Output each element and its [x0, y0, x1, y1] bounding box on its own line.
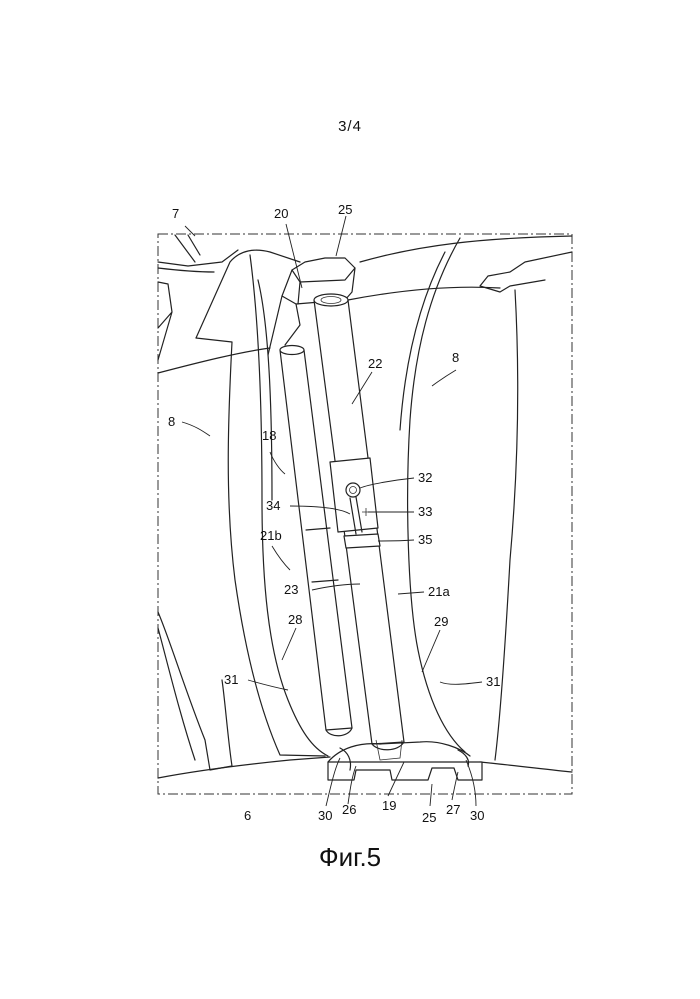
strut-right-inner	[400, 252, 445, 430]
ref-21b: 21b	[260, 528, 282, 543]
ref-19: 19	[382, 798, 396, 813]
leader-25-bottom	[430, 784, 432, 806]
upper-right-airfoil	[480, 252, 572, 292]
ref-32: 32	[418, 470, 432, 485]
upper-platform-left	[158, 250, 238, 272]
lower-platform-left	[158, 757, 330, 778]
left-blade-lower2	[158, 628, 195, 760]
ref-29: 29	[434, 614, 448, 629]
left-blade-lower	[158, 612, 232, 770]
ref-23: 23	[284, 582, 298, 597]
ref-30-left: 30	[318, 808, 332, 823]
leader-31-right	[440, 682, 482, 684]
ref-7: 7	[172, 206, 179, 221]
ref-34: 34	[266, 498, 280, 513]
ref-22: 22	[368, 356, 382, 371]
right-blade-edge	[495, 290, 518, 760]
figure-caption: Фиг.5	[0, 842, 700, 873]
ref-25-bottom: 25	[422, 810, 436, 825]
upper-platform-right	[360, 236, 572, 262]
leader-21b	[272, 546, 290, 570]
lock-handle-35	[344, 534, 380, 548]
tube-21a-top-cap	[314, 294, 348, 306]
ref-27: 27	[446, 802, 460, 817]
strut-right-contour	[408, 238, 465, 752]
leader-8-right	[432, 370, 456, 386]
leader-28	[282, 628, 296, 660]
ref-18: 18	[262, 428, 276, 443]
ref-8-right: 8	[452, 350, 459, 365]
ref-30-right: 30	[470, 808, 484, 823]
leader-27	[452, 772, 458, 800]
airfoil-7	[175, 235, 200, 262]
tube-21b-top-cap	[280, 346, 304, 355]
ref-20: 20	[274, 206, 288, 221]
ref-35: 35	[418, 532, 432, 547]
leader-29	[422, 630, 440, 672]
ref-26: 26	[342, 802, 356, 817]
upper-platform-left-line	[158, 348, 270, 373]
ref-31-left: 31	[224, 672, 238, 687]
upper-platform-mid	[348, 287, 500, 300]
ref-25-top: 25	[338, 202, 352, 217]
leader-25-top	[336, 216, 346, 256]
ref-31-right: 31	[486, 674, 500, 689]
ref-6: 6	[244, 808, 251, 823]
ref-8-left: 8	[168, 414, 175, 429]
leader-8-left	[182, 422, 210, 436]
lock-pin-32	[346, 483, 360, 497]
lower-platform-right	[480, 762, 572, 772]
ref-33: 33	[418, 504, 432, 519]
upper-platform-left-edge	[158, 282, 172, 360]
ref-28: 28	[288, 612, 302, 627]
ref-21a: 21a	[428, 584, 450, 599]
